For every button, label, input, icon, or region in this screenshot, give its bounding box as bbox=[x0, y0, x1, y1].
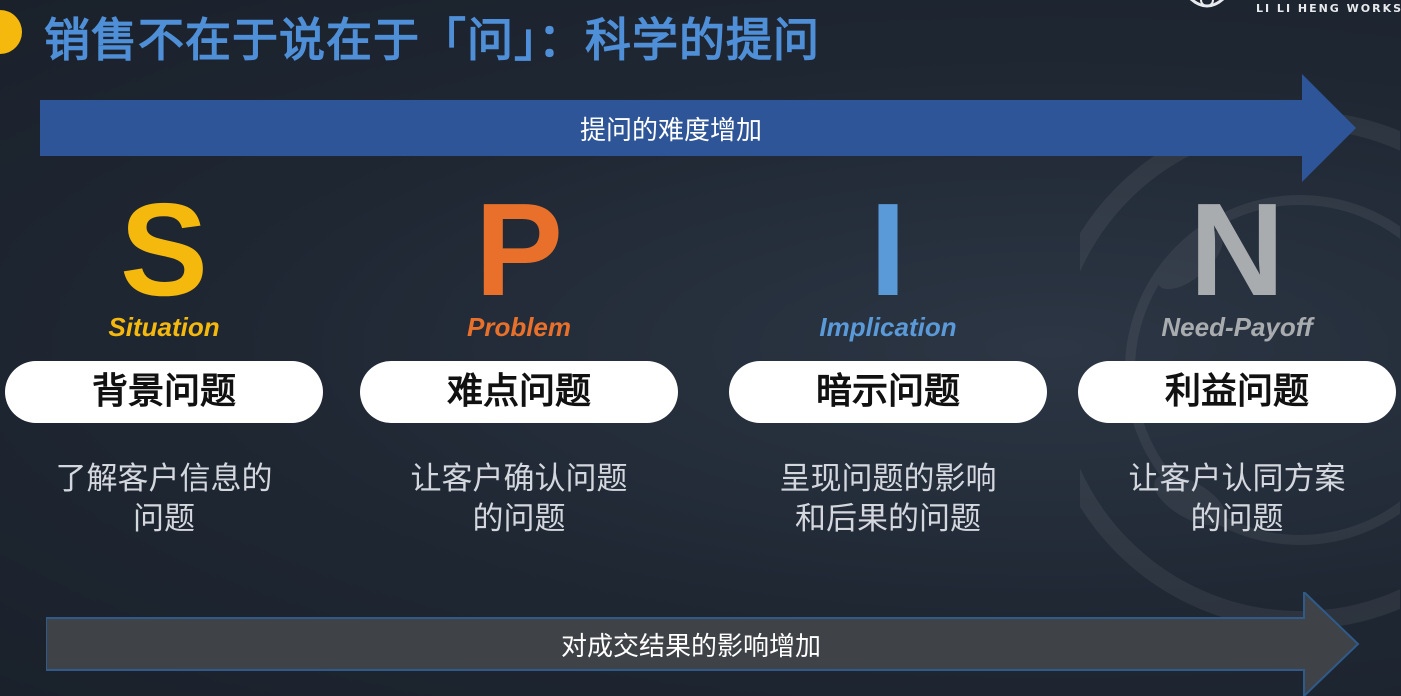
stage-description: 呈现问题的影响和后果的问题 bbox=[779, 461, 997, 537]
stage-implication: I Implication 暗示问题 呈现问题的影响和后果的问题 bbox=[728, 176, 1048, 539]
stage-pill: 利益问题 bbox=[1078, 361, 1396, 423]
page-title: 销售不在于说在于「问」：科学的提问 bbox=[44, 13, 820, 67]
stage-problem: P Problem 难点问题 让客户确认问题的问题 bbox=[359, 176, 679, 539]
impact-arrow-label: 对成交结果的影响增加 bbox=[560, 632, 821, 662]
difficulty-arrow-shape bbox=[40, 74, 1356, 182]
stage-description: 了解客户信息的问题 bbox=[55, 461, 273, 537]
stage-word: Implication bbox=[819, 312, 957, 342]
brand-text: LI LI HENG WORKSHOP bbox=[1256, 2, 1401, 15]
stage-letter: S bbox=[119, 176, 209, 323]
stage-letter: I bbox=[869, 176, 907, 323]
title-bullet-icon bbox=[0, 10, 22, 54]
impact-arrow-shape bbox=[46, 592, 1360, 696]
stage-letter: P bbox=[474, 176, 564, 323]
stage-word: Situation bbox=[108, 312, 220, 342]
brand-logo-icon bbox=[1189, 0, 1225, 8]
stage-need-payoff: N Need-Payoff 利益问题 让客户认同方案的问题 bbox=[1077, 176, 1397, 539]
stage-pill: 背景问题 bbox=[5, 361, 323, 423]
stage-description: 让客户确认问题的问题 bbox=[410, 461, 628, 537]
difficulty-arrow-label: 提问的难度增加 bbox=[579, 116, 762, 146]
stage-word: Need-Payoff bbox=[1161, 312, 1313, 342]
stage-pill: 难点问题 bbox=[360, 361, 678, 423]
stage-description: 让客户认同方案的问题 bbox=[1128, 461, 1346, 537]
stage-word: Problem bbox=[466, 312, 572, 342]
stage-letter: N bbox=[1189, 176, 1285, 323]
stage-pill: 暗示问题 bbox=[729, 361, 1047, 423]
impact-arrow bbox=[46, 592, 1360, 696]
difficulty-arrow bbox=[40, 74, 1356, 182]
stage-situation: S Situation 背景问题 了解客户信息的问题 bbox=[4, 176, 324, 539]
